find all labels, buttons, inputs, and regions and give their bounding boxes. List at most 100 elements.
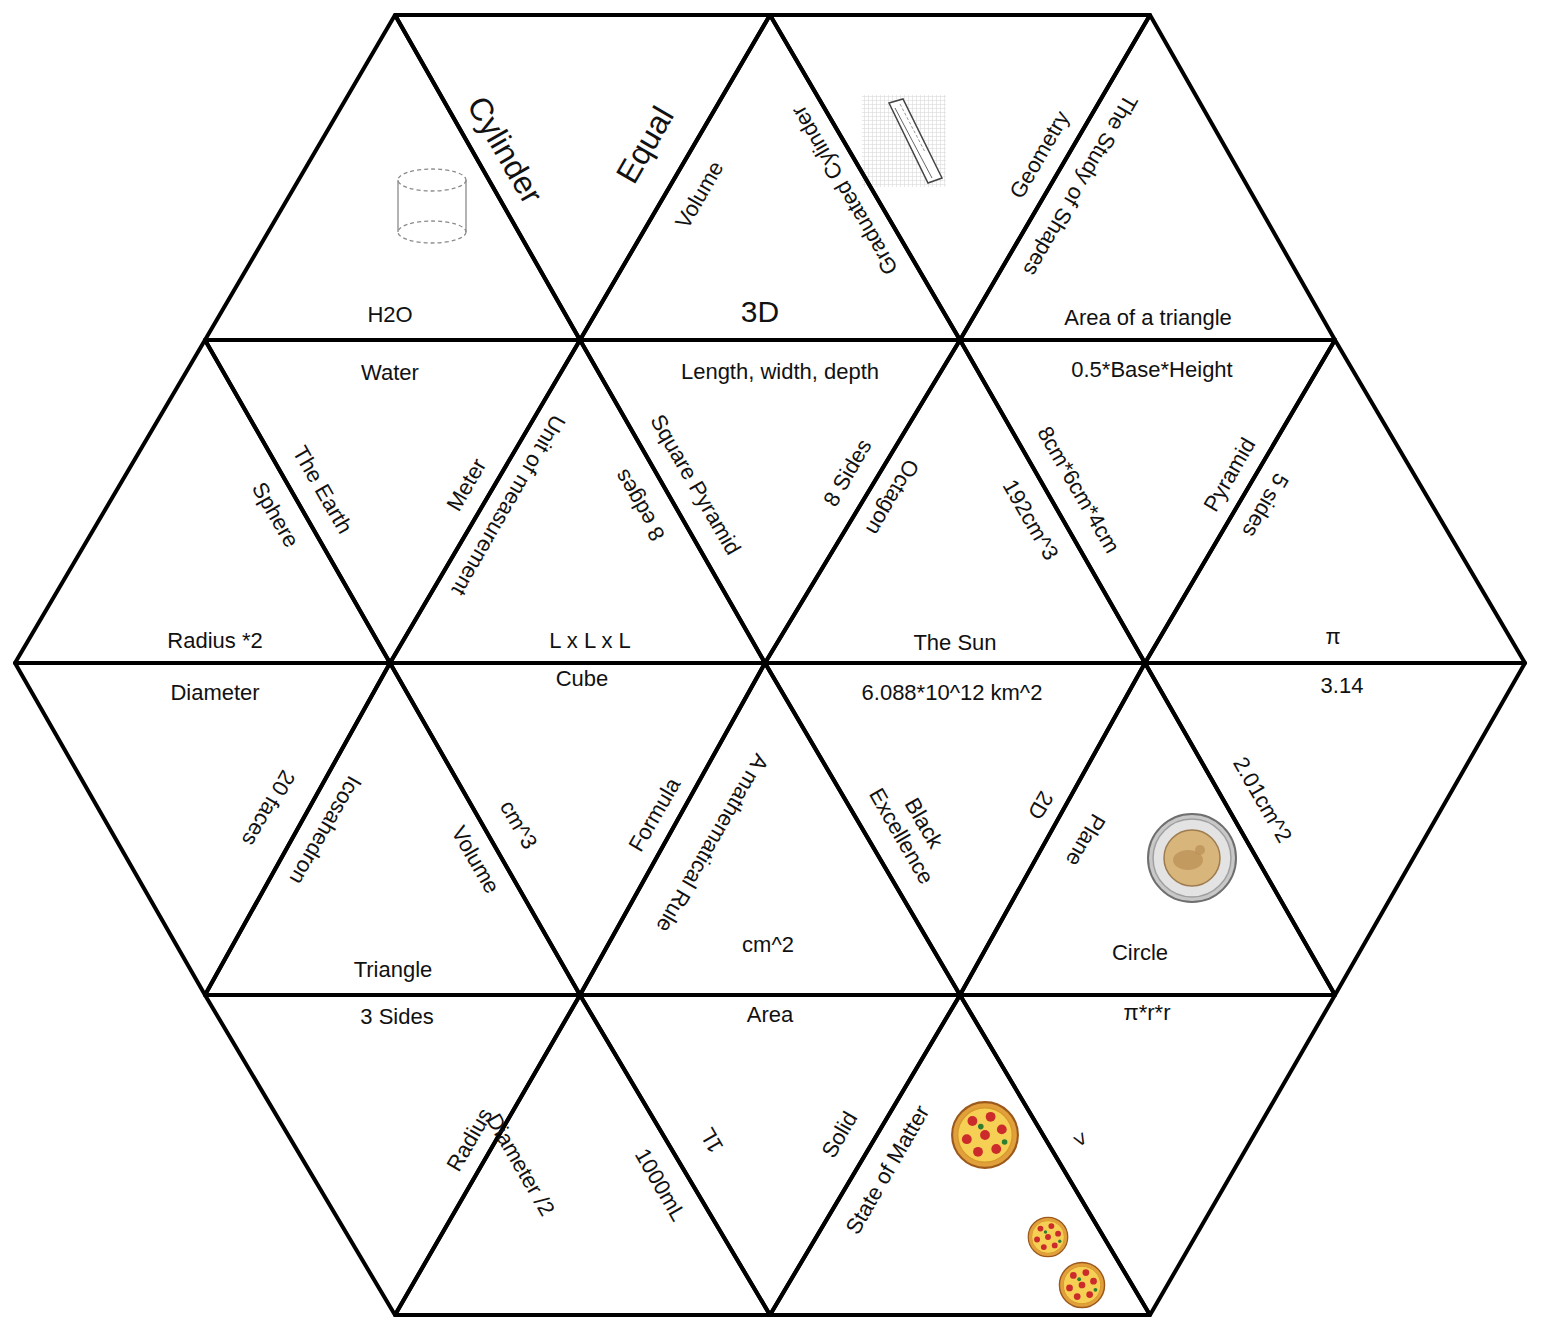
piece-label: A mathematical Rule [650, 749, 774, 937]
triangle-outline [390, 340, 765, 663]
piece-label: 3 Sides [360, 1004, 433, 1030]
piece-label: 1L [694, 1123, 729, 1157]
triangle-outline [580, 15, 960, 340]
puzzle-triangle: H2O [205, 15, 580, 340]
puzzle-triangle: Geometry [770, 15, 1150, 340]
triangle-edge [580, 663, 960, 995]
triangle-outline [205, 663, 580, 995]
triangle-outline [770, 995, 1150, 1315]
piece-label: 3.14 [1321, 673, 1364, 699]
piece-label: Sphere [246, 478, 304, 553]
piece-label: 0.5*Base*Height [1071, 357, 1232, 383]
piece-label: Octagon [860, 454, 924, 539]
triangle-edge [765, 340, 1145, 663]
piece-label: The Earth [286, 442, 357, 539]
piece-label: 192cm^3 [996, 475, 1063, 565]
cylinder-top [398, 169, 466, 191]
triangle-outline [15, 340, 390, 663]
piece-label: > [1065, 1128, 1094, 1152]
piece-label: Equal [608, 100, 682, 190]
large-pizza [952, 1102, 1018, 1168]
triangle-edge [15, 340, 390, 663]
grid-ground [862, 95, 946, 187]
piece-label: Area of a triangle [1064, 305, 1232, 331]
cylinder-side [465, 180, 466, 232]
piece-label: Circle [1112, 940, 1168, 966]
puzzle-triangle: Length, width, depthSquare Pyramid8 Side… [580, 340, 960, 663]
piece-label: Black Excellence [857, 761, 968, 900]
puzzle-triangle: A mathematical Rulecm^2 [580, 663, 960, 995]
small-pizza [1028, 1217, 1067, 1256]
puzzle-triangle: Octagon192cm^3The Sun [765, 340, 1145, 663]
tube-outline [889, 99, 942, 183]
puzzle-triangle: 0.5*Base*Height8cm*6cm*4cmPyramid [960, 340, 1335, 663]
triangle-edge [395, 995, 770, 1315]
piece-label: The Study of Shapes [1017, 89, 1143, 280]
tube-mark [900, 104, 925, 152]
triangle-outline [395, 995, 770, 1315]
puzzle-triangle: PlaneCircle [960, 663, 1335, 995]
puzzle-triangle: 6.088*10^12 km^2Black Excellence2D [765, 663, 1145, 995]
triangle-edge [580, 340, 960, 663]
piece-label: L x L x L [549, 628, 631, 654]
triangle-edge [960, 15, 1335, 340]
pizza-icons [952, 1102, 1104, 1307]
triangle-edge [205, 15, 580, 340]
piece-label: Solid [816, 1107, 863, 1163]
coin-bear [1195, 845, 1205, 855]
piece-label: Triangle [354, 957, 433, 983]
triangle-edge [770, 15, 1150, 340]
piece-label: Radius [441, 1104, 498, 1177]
triangle-edge [580, 995, 960, 1315]
puzzle-triangle: π*r*r> [960, 995, 1335, 1315]
puzzle-triangle: CylinderEqual [395, 15, 770, 340]
puzzle-triangle: Unit of measurement8 edgesL x L x L [390, 340, 765, 663]
piece-label: cm^3 [494, 796, 543, 854]
piece-label: Diameter /2 [480, 1109, 560, 1221]
piece-label: 8 Sides [818, 435, 878, 512]
puzzle-triangle: 3 SidesRadius [205, 995, 580, 1315]
puzzle-triangle: 3.142.01cm^2 [1145, 663, 1525, 995]
piece-label: Area [747, 1002, 793, 1028]
triangle-outline [960, 995, 1335, 1315]
triangle-outline [765, 663, 1145, 995]
piece-label: Geometry [1004, 107, 1075, 204]
puzzle-triangle: The Study of ShapesArea of a triangle [960, 15, 1335, 340]
piece-label: Diameter [170, 680, 259, 706]
triangle-edge [390, 663, 765, 995]
piece-label: cm^2 [742, 932, 794, 958]
triangle-outline [395, 15, 770, 340]
triangle-outline [580, 995, 960, 1315]
puzzle-triangle: IcosahedronVolumeTriangle [205, 663, 580, 995]
piece-label: Plane [1060, 809, 1111, 871]
triangle-outline [960, 15, 1335, 340]
puzzle-triangle: Diameter /2 1000mL [395, 995, 770, 1315]
puzzle-triangle: Diameter 20 faces [15, 663, 390, 995]
cylinder-side [397, 180, 398, 232]
triangle-outline [205, 340, 580, 663]
piece-label: Icosahedron [283, 771, 366, 889]
puzzle-triangle: Area 1L Solid [580, 995, 960, 1315]
piece-label: 20 faces [236, 765, 300, 850]
triangle-outline [15, 663, 390, 995]
piece-label: H2O [367, 302, 412, 328]
coin-ring [1148, 814, 1236, 902]
coin-icon [1148, 814, 1236, 902]
triangle-edge [960, 995, 1335, 1315]
piece-label: Length, width, depth [681, 359, 879, 385]
piece-label: Cube [556, 666, 609, 692]
triangle-edge [770, 995, 1150, 1315]
puzzle-triangle: Cubecm^3Formula [390, 663, 765, 995]
triangle-edge [765, 663, 1145, 995]
triangle-outline [960, 340, 1335, 663]
triangle-outline [580, 663, 960, 995]
piece-label: π [1325, 624, 1340, 650]
triangle-edge [205, 663, 580, 995]
cylinder-icon [398, 169, 466, 243]
piece-label: 8 edges [609, 464, 671, 545]
triangle-outline [205, 15, 580, 340]
piece-label: 1000mL [629, 1144, 692, 1226]
piece-label: 3D [741, 294, 779, 330]
small-pizza [1059, 1262, 1104, 1307]
